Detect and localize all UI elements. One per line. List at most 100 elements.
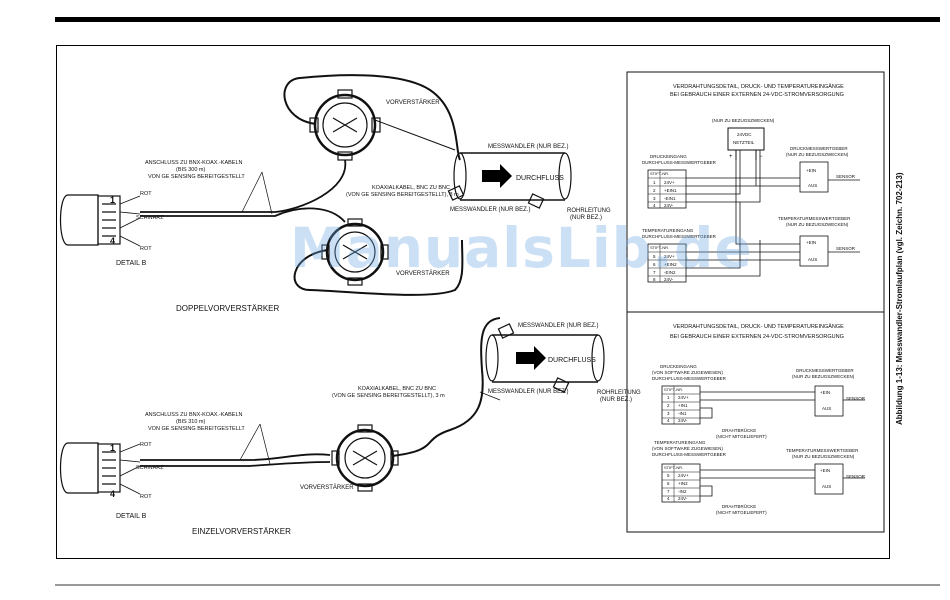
- panel-bottom-tempgeber-1: TEMPERATURMESSWERTGEBER: [786, 448, 859, 453]
- panel-bottom-ein-b: +EIN: [820, 468, 830, 473]
- panel-top-plus: +: [729, 154, 733, 160]
- label-anschluss-2b: (BIS 310 m): [176, 419, 206, 425]
- panel-bottom-pin-a1: 1: [667, 395, 670, 400]
- panel-top-title-2: BEI GEBRAUCH EINER EXTERNEN 24-VDC-STROM…: [670, 92, 844, 98]
- panel-top-title-1: VERDRAHTUNGSDETAIL, DRUCK- UND TEMPERATU…: [673, 83, 844, 90]
- label-anschluss-2c: VON GE SENSING BEREITGESTELLT: [148, 426, 245, 432]
- panel-bottom-pin-a2: 2: [667, 403, 670, 408]
- figure-caption: Abbildung 1-13: Messwandler-Stromlaufpla…: [895, 172, 904, 426]
- panel-bottom-sig-b2: +IN2: [678, 481, 688, 486]
- panel-top-pin-b3: 7: [653, 270, 656, 275]
- label-koax-1b: (VON GE SENSING BEREITGESTELLT), 3 m: [346, 192, 459, 198]
- panel-bottom-sig-a2: +IN1: [678, 403, 688, 408]
- panel-bottom-aus-a: AUS: [822, 406, 831, 411]
- label-messwandler-4: MESSWANDLER (NUR BEZ.): [488, 389, 568, 395]
- panel-bottom-sensor-b: SENSOR: [846, 474, 866, 479]
- flow-arrow-top-icon: [482, 164, 512, 188]
- drawing-frame: [56, 45, 890, 559]
- panel-top-netzteil-1: 24VDC: [737, 132, 752, 137]
- panel-bottom-stift-b: STIFT-NR.: [664, 465, 683, 470]
- label-anschluss-1b: (BIS 300 m): [176, 167, 206, 173]
- pipe-bottom: [485, 323, 605, 393]
- panel-top-sig-b2: +EIN2: [664, 262, 677, 267]
- pipe-top: [447, 152, 572, 209]
- panel-top-pin-b1: 5: [653, 254, 656, 259]
- label-schwarz-2: SCHWARZ: [136, 465, 164, 471]
- label-koax-2b: (VON GE SENSING BEREITGESTELLT), 3 m: [332, 393, 445, 399]
- panel-top-sig-a1: 24V+: [664, 180, 675, 185]
- panel-bottom-tempeingang-1: TEMPERATUREINGANG: [654, 440, 706, 445]
- panel-bottom-sig-a3: -IN1: [678, 411, 687, 416]
- panel-top-sensor-b: SENSOR: [836, 246, 856, 251]
- panel-top-pin-a1: 1: [653, 180, 656, 185]
- panel-top-sig-a4: 24V-: [664, 203, 674, 208]
- label-rot-1: ROT: [140, 191, 152, 197]
- label-pin1-1: 1: [110, 195, 115, 205]
- panel-top-druckgeber-2: (NUR ZU BEZUGSZWECKEN): [786, 152, 849, 157]
- panel-top-pin-a4: 4: [653, 203, 656, 208]
- panel-top-druckeingang-2: DURCHFLUSS-MESSWERTGEBER: [642, 160, 717, 165]
- label-durchfluss-1: DURCHFLUSS: [516, 175, 564, 182]
- panel-top-sig-a2: +EIN1: [664, 188, 677, 193]
- panel-top-pin-b2: 6: [653, 262, 656, 267]
- panel-bottom-pin-b2: 6: [667, 481, 670, 486]
- label-rohrleitung-1: ROHRLEITUNG: [567, 208, 611, 214]
- title-doppel: DOPPELVORVERSTÄRKER: [176, 304, 280, 313]
- panel-top-pin-a2: 2: [653, 188, 656, 193]
- panel-top-minus: −: [759, 154, 763, 160]
- panel-bottom-pin-b4: 4: [667, 496, 670, 501]
- panel-bottom-drahtbruecke-a1: DRAHTBRÜCKE: [722, 427, 756, 433]
- panel-bottom-druckgeber-1: DRUCKMESSWERTGEBER: [796, 368, 854, 373]
- label-rohrleitung-2b: (NUR BEZ.): [600, 397, 632, 403]
- panel-top-tempgeber-2: (NUR ZU BEZUGSZWECKEN): [786, 222, 849, 227]
- panel-bottom-pin-b1: 5: [667, 473, 670, 478]
- watermark-text: ManualsLib.de: [290, 216, 753, 280]
- panel-bottom-pin-a4: 4: [667, 418, 670, 423]
- label-vorverstaerker-3: VORVERSTÄRKER: [300, 484, 354, 491]
- label-anschluss-2a: ANSCHLUSS ZU BNX-KOAX.-KABELN: [145, 412, 243, 418]
- panel-bottom-sig-a4: 24V-: [678, 418, 688, 423]
- panel-bottom-pin-b3: 7: [667, 489, 670, 494]
- label-vorverstaerker-1: VORVERSTÄRKER: [386, 99, 440, 106]
- label-messwandler-2: MESSWANDLER (NUR BEZ.): [450, 207, 530, 213]
- panel-top-pin-a3: 3: [653, 196, 656, 201]
- preamp-bottom-icon: [331, 424, 399, 492]
- connector-detail-bottom: [59, 442, 141, 495]
- panel-bottom-druckeingang-1: DRUCKEINGANG: [660, 364, 697, 369]
- panel-top-tempgeber-1: TEMPERATURMESSWERTGEBER: [778, 216, 851, 221]
- panel-bottom-sig-b1: 24V+: [678, 473, 689, 478]
- connector-detail-top: [59, 194, 141, 247]
- label-rohrleitung-1b: (NUR BEZ.): [570, 215, 602, 221]
- panel-top-aus-a: AUS: [808, 183, 817, 188]
- panel-top-sensor-a: SENSOR: [836, 174, 856, 179]
- label-anschluss-1a: ANSCHLUSS ZU BNX-KOAX.-KABELN: [145, 160, 243, 166]
- panel-bottom-title-2: BEI GEBRAUCH EINER EXTERNEN 24-VDC-STROM…: [670, 334, 844, 340]
- panel-bottom-druckeingang-2: (VON SOFTWARE ZUGEWIESEN): [652, 370, 723, 375]
- label-vorverstaerker-2: VORVERSTÄRKER: [396, 270, 450, 277]
- panel-bottom-aus-b: AUS: [822, 484, 831, 489]
- panel-bottom-drahtbruecke-b2: (NICHT MITGELIEFERT): [716, 510, 767, 515]
- label-koax-1a: KOAXIALKABEL, BNC ZU BNC: [372, 185, 450, 191]
- panel-bottom-stift-a: STIFT-NR.: [664, 387, 683, 392]
- footer-rule: [55, 584, 940, 586]
- panel-bottom-title-1: VERDRAHTUNGSDETAIL, DRUCK- UND TEMPERATU…: [673, 323, 844, 330]
- panel-top-tempeingang-1: TEMPERATUREINGANG: [642, 228, 694, 233]
- label-koax-2a: KOAXIALKABEL, BNC ZU BNC: [358, 386, 436, 392]
- panel-top-sig-b3: -EIN2: [664, 270, 676, 275]
- panel-bottom-tempeingang-3: DURCHFLUSS-MESSWERTGEBER: [652, 452, 727, 457]
- preamp-top-icon: [309, 89, 381, 161]
- header-rule: [55, 17, 940, 22]
- label-schwarz-1: SCHWARZ: [136, 215, 164, 221]
- panel-top-stift-a: STIFT-NR.: [650, 171, 669, 176]
- title-einzel: EINZELVORVERSTÄRKER: [192, 527, 291, 536]
- panel-top-nur-bezug: (NUR ZU BEZUGSZWECKEN): [712, 118, 775, 123]
- panel-top-druckgeber-1: DRUCKMESSWERTGEBER: [790, 146, 848, 151]
- label-pin4-2: 4: [110, 489, 115, 499]
- label-rot-2: ROT: [140, 246, 152, 252]
- panel-top-sig-b1: 24V+: [664, 254, 675, 259]
- panel-bottom-sensor-a: SENSOR: [846, 396, 866, 401]
- panel-bottom-sig-b4: 24V-: [678, 496, 688, 501]
- panel-top-ein-b: +EIN: [806, 240, 816, 245]
- panel-top-aus-b: AUS: [808, 257, 817, 262]
- label-detail-b-1: DETAIL B: [116, 260, 147, 267]
